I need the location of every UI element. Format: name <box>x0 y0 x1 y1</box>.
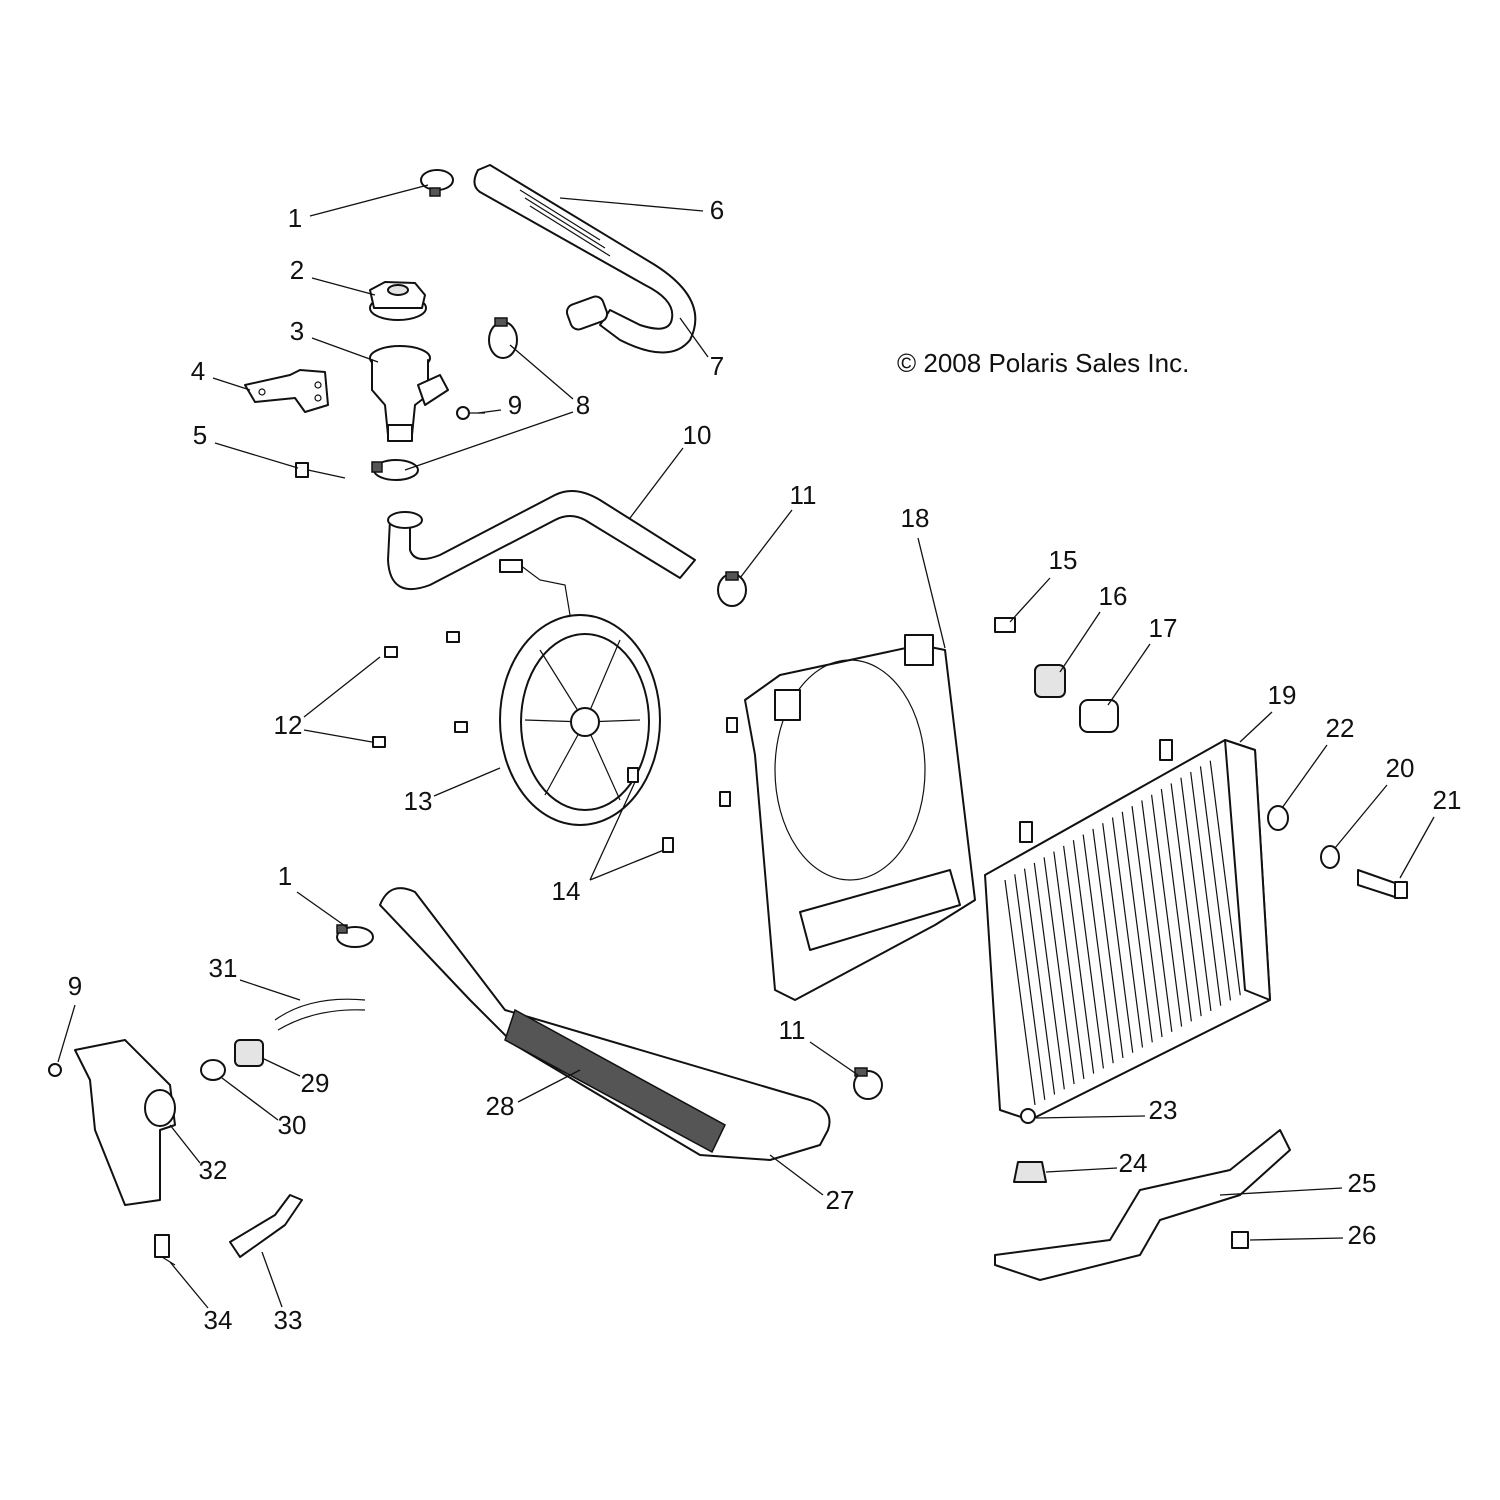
part-bolt-21 <box>1357 869 1408 899</box>
part-fitting-29 <box>234 1039 264 1067</box>
callout-labels: 1 2 3 4 5 6 7 8 9 10 11 12 13 14 15 16 1… <box>68 195 1462 1335</box>
radiator-fin <box>1131 806 1163 1038</box>
callout-1-lower: 1 <box>278 861 292 891</box>
part-clamp-8-bottom <box>371 459 419 481</box>
callout-34: 34 <box>204 1305 233 1335</box>
radiator-fin <box>1043 857 1075 1085</box>
radiator-fin <box>1033 862 1065 1090</box>
part-bracket <box>244 369 329 413</box>
callout-6: 6 <box>710 195 724 225</box>
part-clips-14 <box>627 717 738 853</box>
callout-17: 17 <box>1149 613 1178 643</box>
callout-2: 2 <box>290 255 304 285</box>
callout-33: 33 <box>274 1305 303 1335</box>
callout-29: 29 <box>301 1068 330 1098</box>
callout-22: 22 <box>1326 713 1355 743</box>
part-radiator <box>984 739 1271 1121</box>
radiator-fin <box>1063 845 1095 1074</box>
radiator-fin <box>1072 840 1105 1069</box>
callout-5: 5 <box>193 420 207 450</box>
radiator-fin <box>1092 828 1124 1059</box>
callout-21: 21 <box>1433 785 1462 815</box>
callout-19: 19 <box>1268 680 1297 710</box>
part-radiator-cap <box>369 281 427 321</box>
callout-20: 20 <box>1386 753 1415 783</box>
callout-25: 25 <box>1348 1168 1377 1198</box>
part-clamp-1-top <box>420 169 454 197</box>
part-clamp-1-bottom <box>336 924 374 948</box>
callout-18: 18 <box>901 503 930 533</box>
part-washer-22 <box>1267 805 1289 831</box>
callout-23: 23 <box>1149 1095 1178 1125</box>
part-hose-31 <box>274 998 366 1031</box>
part-fitting-34 <box>154 1234 176 1266</box>
callout-11: 11 <box>790 480 817 510</box>
part-bolt-12 <box>372 631 468 748</box>
part-hose-33 <box>229 1194 303 1258</box>
leader-lines <box>57 184 1435 1309</box>
part-spacer-17 <box>1079 699 1119 733</box>
copyright-notice: © 2008 Polaris Sales Inc. <box>897 348 1189 378</box>
radiator-fin <box>1053 851 1085 1079</box>
radiator-fin <box>1190 771 1222 1006</box>
part-rivet <box>295 462 346 479</box>
part-fan-shroud <box>744 634 976 1001</box>
callout-3: 3 <box>290 316 304 346</box>
callout-31: 31 <box>209 953 238 983</box>
radiator-fin <box>1102 823 1134 1053</box>
part-hose-10 <box>387 490 696 590</box>
part-hose-27-28 <box>379 887 831 1161</box>
part-clamp-8-top <box>488 317 518 359</box>
callout-9: 9 <box>508 390 522 420</box>
callout-32: 32 <box>199 1155 228 1185</box>
radiator-fin <box>1014 874 1046 1100</box>
part-clamp-11-bottom <box>853 1067 883 1100</box>
part-filler-neck <box>369 345 449 442</box>
part-washer-20 <box>1320 845 1340 869</box>
radiator-fin <box>1180 777 1212 1011</box>
radiator-fin <box>1082 834 1114 1064</box>
radiator-fin <box>1199 766 1232 1001</box>
radiator-fin <box>1111 817 1144 1048</box>
radiator-fin <box>1150 794 1183 1027</box>
radiator-fin <box>1121 811 1153 1043</box>
callout-12: 12 <box>274 710 303 740</box>
callout-4: 4 <box>191 356 205 386</box>
callout-14: 14 <box>552 876 581 906</box>
part-screw-9-bottom <box>48 1063 62 1077</box>
part-washer-30 <box>200 1059 226 1081</box>
part-drain-plug-23 <box>1020 1108 1036 1124</box>
callout-7: 7 <box>710 351 724 381</box>
radiator-fin <box>1141 800 1173 1032</box>
callout-28: 28 <box>486 1091 515 1121</box>
callout-15: 15 <box>1049 545 1078 575</box>
callout-1: 1 <box>288 203 302 233</box>
part-fan-assembly <box>499 559 661 826</box>
part-grommet-24 <box>1013 1161 1047 1183</box>
part-bolt-26 <box>1231 1231 1249 1249</box>
radiator-fin <box>1160 789 1192 1022</box>
radiator-fin <box>1209 760 1241 996</box>
part-skid-plate-25 <box>994 1129 1291 1281</box>
callout-10: 10 <box>683 420 712 450</box>
callout-27: 27 <box>826 1185 855 1215</box>
radiator-fin <box>1023 868 1056 1095</box>
callout-16: 16 <box>1099 581 1128 611</box>
part-clamp-11-top <box>717 571 747 607</box>
part-hose-upper <box>473 164 697 354</box>
callout-9-lower: 9 <box>68 971 82 1001</box>
radiator-fin <box>1004 879 1036 1106</box>
part-grommet-16 <box>1034 664 1066 698</box>
callout-24: 24 <box>1119 1148 1148 1178</box>
callout-26: 26 <box>1348 1220 1377 1250</box>
callout-8: 8 <box>576 390 590 420</box>
callout-30: 30 <box>278 1110 307 1140</box>
callout-11-lower: 11 <box>779 1015 806 1045</box>
part-reservoir-bracket <box>74 1039 176 1206</box>
radiator-fin <box>1170 783 1202 1017</box>
callout-13: 13 <box>404 786 433 816</box>
